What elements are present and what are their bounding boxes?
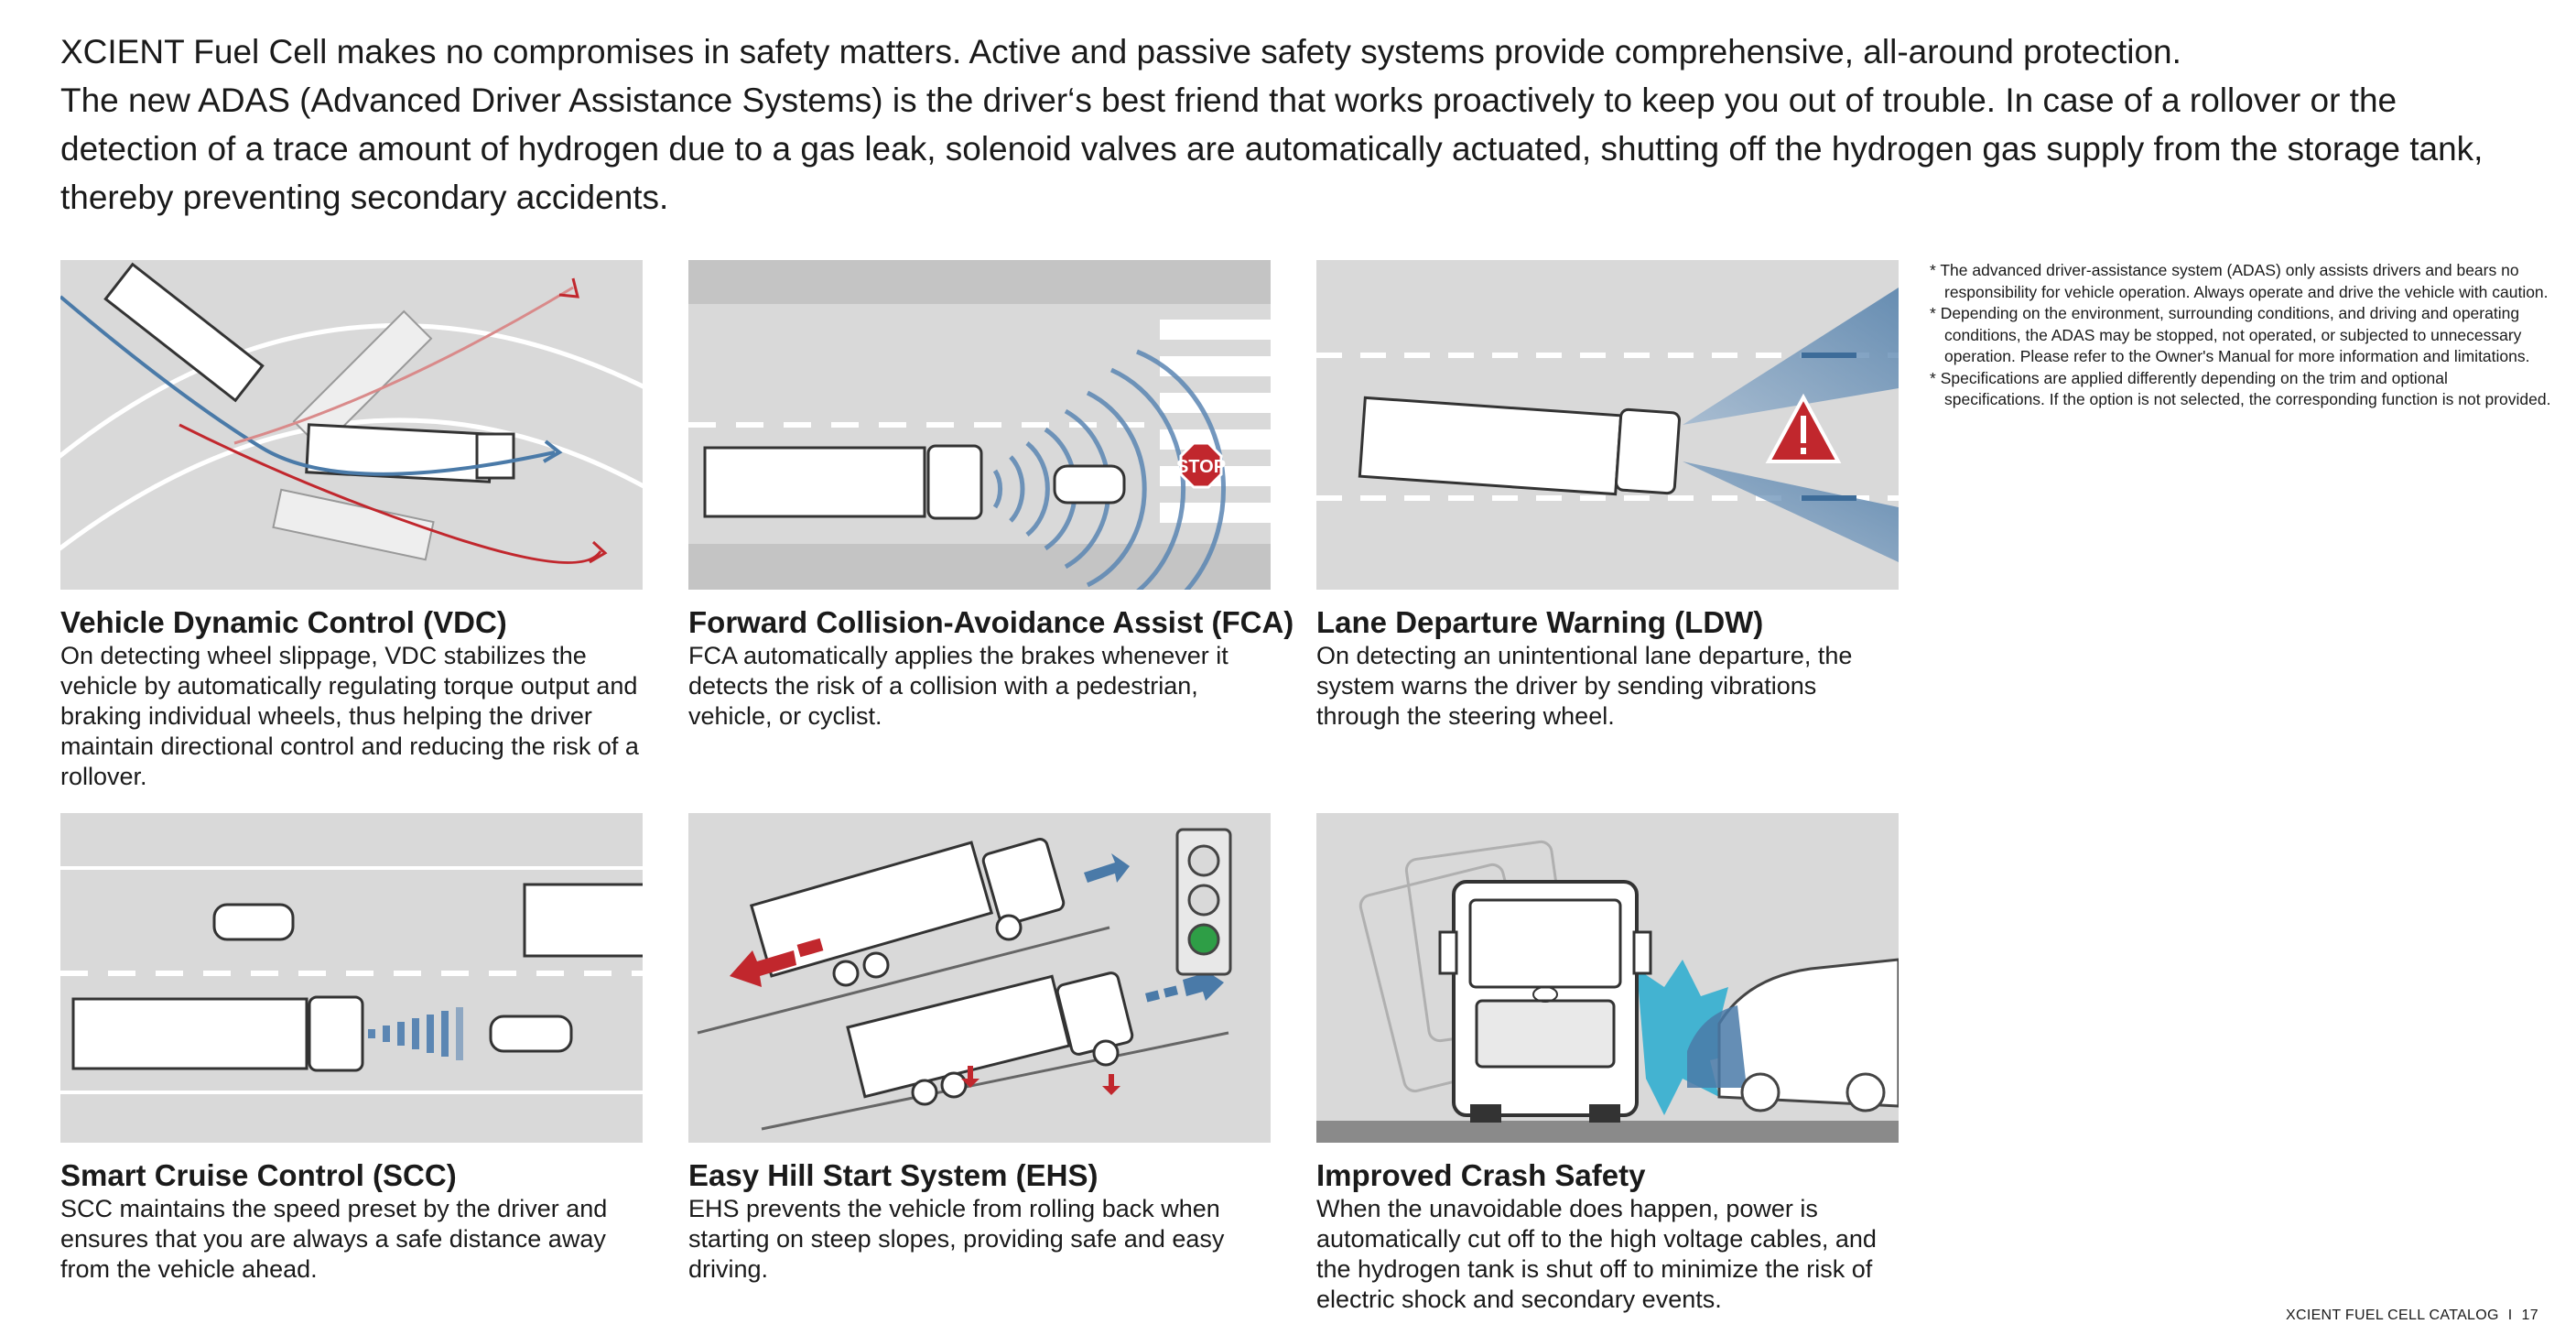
hyundai-logo-icon	[1532, 986, 1558, 1003]
arrow-icon	[1144, 965, 1224, 1003]
feature-title: Forward Collision-Avoidance Assist (FCA)	[688, 605, 1294, 639]
arrow-icon	[558, 277, 579, 298]
crash-safety-illustration	[1316, 813, 1899, 1143]
feature-description: On detecting wheel slippage, VDC stabili…	[60, 642, 639, 790]
crosswalk	[1160, 320, 1271, 523]
car-icon	[212, 903, 295, 941]
feature-title: Easy Hill Start System (EHS)	[688, 1158, 1099, 1192]
feature-title: Improved Crash Safety	[1316, 1158, 1646, 1192]
disclaimer-note: Depending on the environment, surroundin…	[1930, 303, 2552, 368]
disclaimer-note: Specifications are applied differently d…	[1930, 368, 2552, 411]
feature-card-crash-safety: Improved Crash Safety When the unavoidab…	[1316, 813, 1899, 1315]
intro-line-1: XCIENT Fuel Cell makes no compromises in…	[60, 33, 2181, 71]
ldw-illustration	[1316, 260, 1899, 590]
stop-sign-icon	[1179, 441, 1223, 489]
truck-icon	[1358, 396, 1681, 496]
page-number: 17	[2521, 1308, 2538, 1323]
feature-description: On detecting an unintentional lane depar…	[1316, 642, 1853, 730]
feature-description: When the unavoidable does happen, power …	[1316, 1195, 1877, 1313]
feature-title: Smart Cruise Control (SCC)	[60, 1158, 457, 1192]
intro-text: XCIENT Fuel Cell makes no compromises in…	[60, 27, 2532, 222]
feature-description: EHS prevents the vehicle from rolling ba…	[688, 1195, 1225, 1283]
truck-icon	[1438, 880, 1652, 1123]
footer-separator: I	[2507, 1308, 2513, 1323]
feature-card-fca: STOP Forward Collision-Avoidance Assist …	[688, 260, 1294, 732]
sensor-waves	[992, 349, 1226, 590]
vdc-illustration	[60, 260, 643, 590]
feature-title: Lane Departure Warning (LDW)	[1316, 605, 1764, 639]
arrow-icon	[542, 440, 563, 463]
catalog-name: XCIENT FUEL CELL CATALOG	[2286, 1308, 2499, 1323]
scc-illustration	[60, 813, 643, 1143]
feature-card-ldw: Lane Departure Warning (LDW) On detectin…	[1316, 260, 1899, 732]
truck-icon	[71, 995, 364, 1072]
feature-card-vdc: Vehicle Dynamic Control (VDC) On detecti…	[60, 260, 643, 792]
arrow-icon	[1102, 1074, 1120, 1095]
car-icon	[489, 1015, 573, 1053]
arrow-icon	[730, 938, 824, 987]
disclaimer-notes: The advanced driver-assistance system (A…	[1930, 260, 2552, 411]
car-icon	[1053, 464, 1126, 505]
sensor-waves	[368, 1007, 463, 1060]
truck-icon	[846, 971, 1134, 1106]
feature-card-ehs: Easy Hill Start System (EHS) EHS prevent…	[688, 813, 1271, 1285]
feature-description: SCC maintains the speed preset by the dr…	[60, 1195, 608, 1283]
truck-icon	[703, 444, 983, 520]
truck-icon	[103, 262, 515, 483]
disclaimer-note: The advanced driver-assistance system (A…	[1930, 260, 2552, 303]
stop-sign-text: STOP	[1176, 457, 1226, 477]
intro-line-2: The new ADAS (Advanced Driver Assistance…	[60, 81, 2484, 216]
arrow-icon	[961, 1066, 980, 1088]
ehs-illustration	[688, 813, 1271, 1143]
arrow-icon	[1084, 853, 1130, 883]
arrow-icon	[589, 540, 608, 564]
feature-title: Vehicle Dynamic Control (VDC)	[60, 605, 507, 639]
fca-illustration: STOP	[688, 260, 1271, 590]
truck-icon	[523, 883, 643, 958]
traffic-light-icon	[1175, 828, 1232, 976]
page-footer: XCIENT FUEL CELL CATALOG I 17	[2286, 1308, 2538, 1324]
truck-icon	[749, 838, 1066, 987]
feature-card-scc: Smart Cruise Control (SCC) SCC maintains…	[60, 813, 643, 1285]
feature-description: FCA automatically applies the brakes whe…	[688, 642, 1228, 730]
impact-icon	[1637, 960, 1747, 1115]
